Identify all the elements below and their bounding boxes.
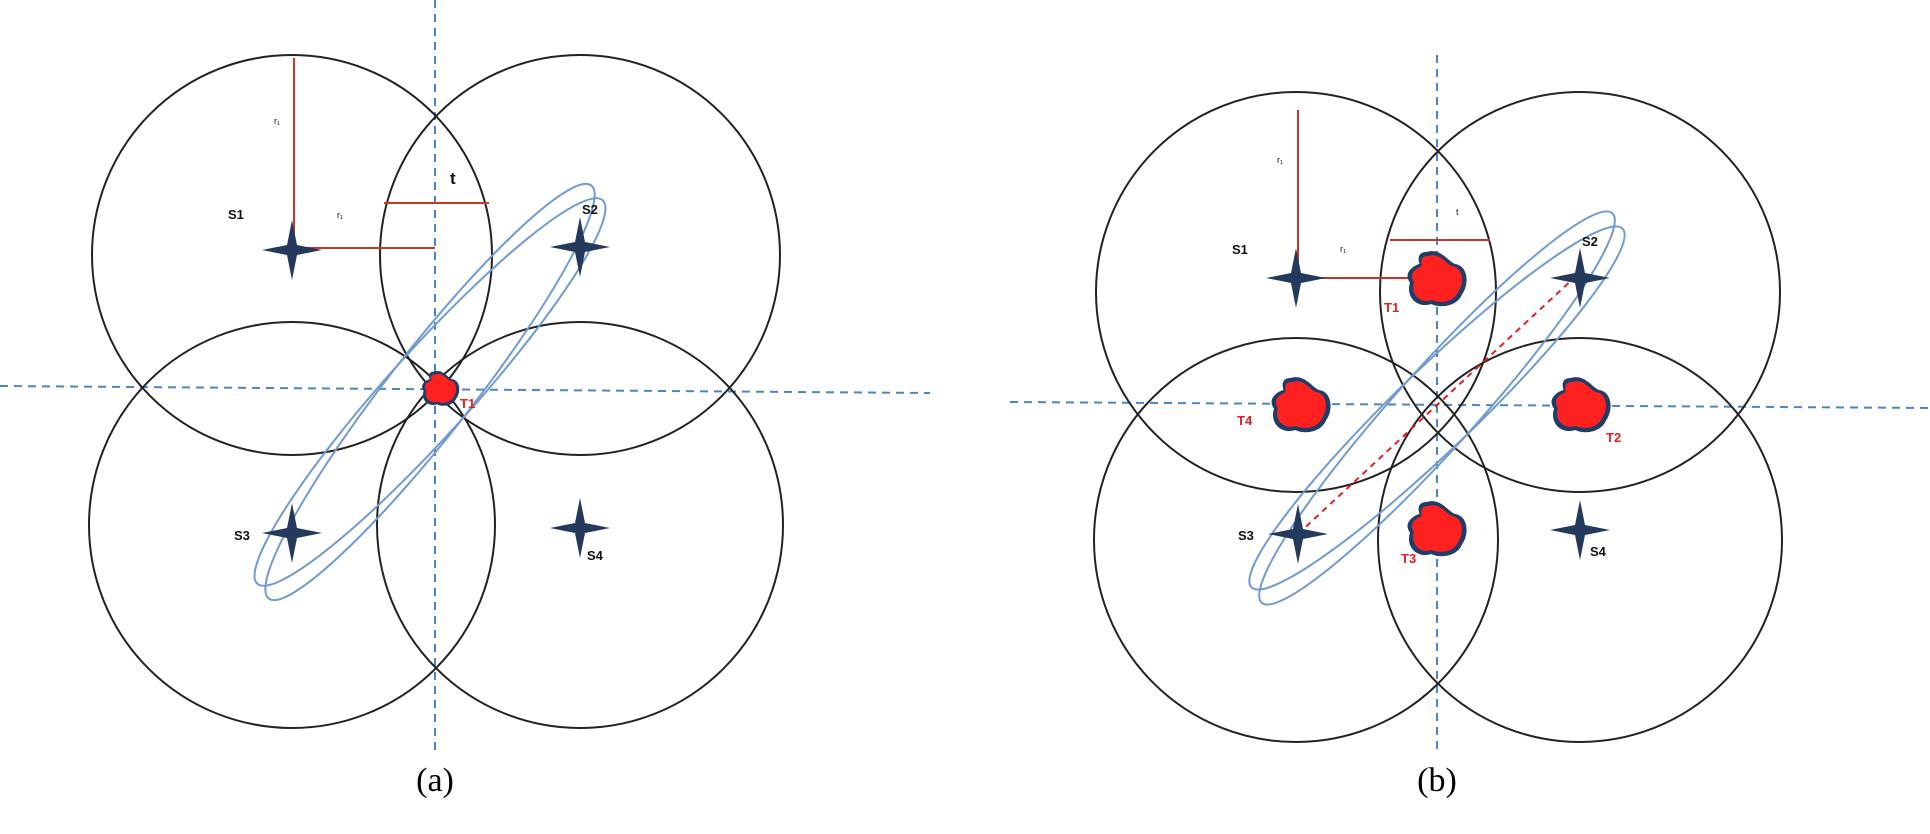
panel-b-range-label-vertical: r₁ [1277,155,1283,165]
panel-b: S1 S2 S3 S4 T1 T2 T3 T4 r₁ r₁ t [1009,55,1930,750]
panel-a-coverage-circle-s2 [379,54,781,456]
panel-a-sensor-s3-icon [262,503,322,563]
panel-a-sensor-label-s2: S2 [582,202,598,217]
panel-b-coverage-circle-s4 [1377,337,1783,743]
panel-b-sensor-link-line [1297,276,1576,535]
panel-b-sensor-s1-icon [1266,248,1326,308]
panel-a-sensor-label-s1: S1 [228,207,244,222]
panel-b-range-label-horizontal: r₁ [1340,244,1346,254]
panel-a-sensor-s1-icon [262,220,322,280]
panel-b-coverage-circle-s2 [1379,91,1781,493]
panel-b-coverage-circle-s3 [1093,337,1499,743]
panel-a-sensor-label-s3: S3 [234,528,250,543]
panel-b-target-t1-icon [1407,251,1467,307]
panel-a-t-label: t [450,169,456,188]
panel-a-range-label-horizontal: r₁ [337,210,343,220]
panel-b-sensor-label-s3: S3 [1238,528,1254,543]
panel-b-target-label-t1: T1 [1384,300,1399,315]
panel-b-coverage-circle-s1 [1095,91,1497,493]
panel-b-t-label: t [1456,207,1459,217]
panel-b-sensor-label-s2: S2 [1582,234,1598,249]
panel-a-coverage-circle-s4 [376,321,784,729]
panel-b-sensor-label-s1: S1 [1232,242,1248,257]
panel-a-horizontal-axis [0,385,931,394]
panel-b-sensor-label-s4: S4 [1590,544,1607,559]
panel-b-target-label-t2: T2 [1606,430,1621,445]
panel-b-sensor-s3-icon [1268,504,1328,564]
panel-a-coverage-circle-s3 [88,321,496,729]
panel-a-detection-ellipse-2 [264,182,596,602]
panel-b-caption: (b) [1417,762,1457,799]
panel-a-sensor-label-s4: S4 [587,548,604,563]
panel-a-target-t1-icon [422,371,460,406]
panel-a-range-label-vertical: r₁ [274,116,280,126]
panel-a-target-label-t1: T1 [460,396,475,411]
panel-b-detection-ellipse-2 [1258,210,1616,606]
panel-b-target-t2-icon [1551,377,1611,433]
panel-b-target-label-t4: T4 [1237,413,1253,428]
panel-b-target-t4-icon [1271,377,1331,433]
panel-b-target-t3-icon [1407,501,1467,557]
panel-b-target-label-t3: T3 [1401,551,1416,566]
panel-a: S1 S2 S3 S4 T1 r₁ r₁ t [0,0,931,752]
panel-a-caption: (a) [416,762,454,799]
